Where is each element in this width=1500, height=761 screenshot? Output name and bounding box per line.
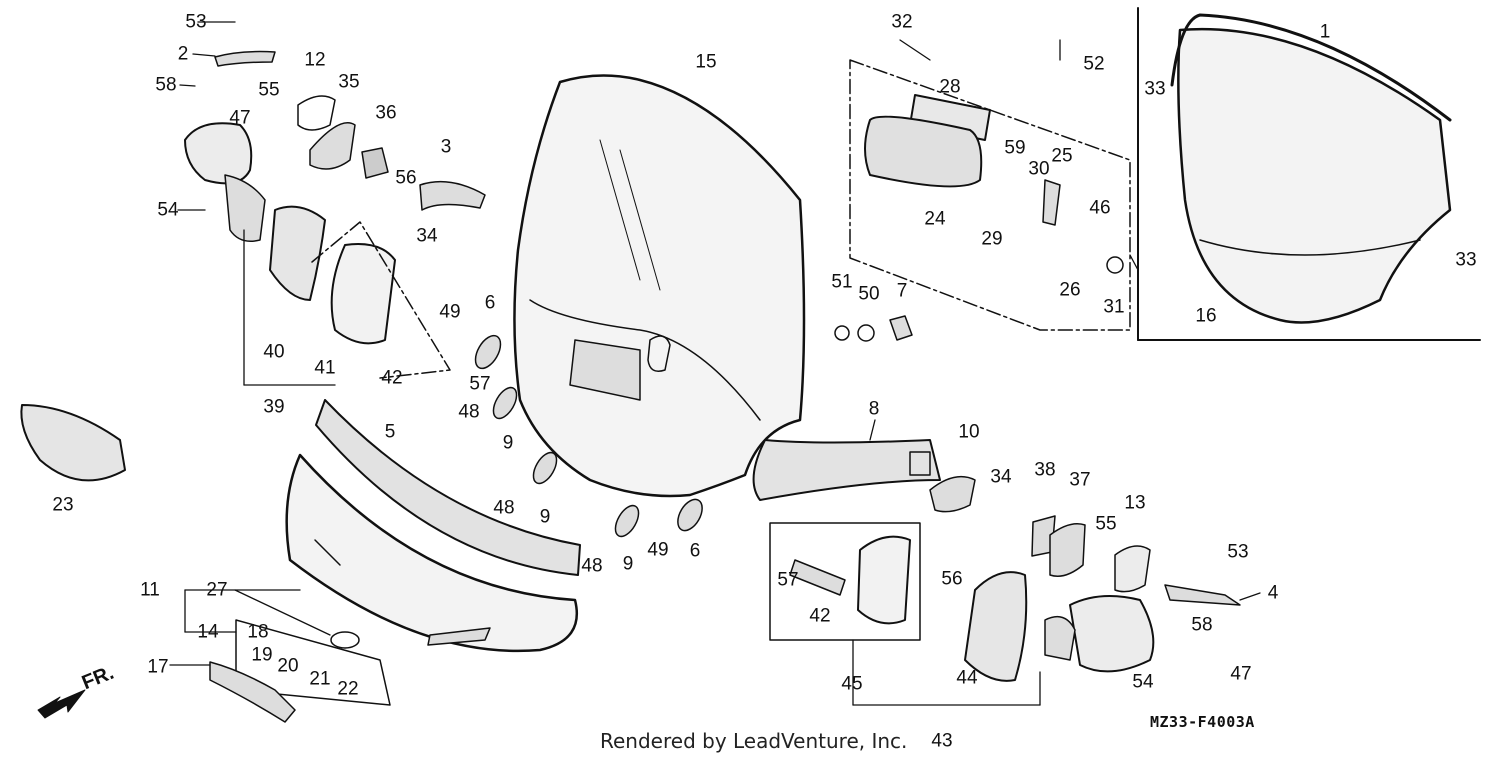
part-label-59: 59 xyxy=(1004,137,1026,159)
cover-part-44-mirror-right xyxy=(964,571,1155,682)
part-label-34b: 34 xyxy=(990,466,1012,488)
part-label-56a: 56 xyxy=(395,167,417,189)
diagram-code: MZ33-F4003A xyxy=(1150,713,1255,731)
part-label-47a: 47 xyxy=(229,107,251,129)
part-label-42b: 42 xyxy=(809,605,831,627)
part-label-32: 32 xyxy=(891,11,913,33)
part-label-9a: 9 xyxy=(502,432,514,454)
vent-assembly-part-32 xyxy=(849,59,1131,331)
part-label-48c: 48 xyxy=(581,555,603,577)
part-label-21: 21 xyxy=(309,668,331,690)
part-label-30: 30 xyxy=(1028,158,1050,180)
box-part-45 xyxy=(769,522,921,641)
hardware-51-50-7 xyxy=(834,315,913,342)
grille-part-23 xyxy=(20,404,126,482)
part-label-49b: 49 xyxy=(647,539,669,561)
part-label-12: 12 xyxy=(304,49,326,71)
panel-part-11 xyxy=(285,453,578,653)
part-label-19: 19 xyxy=(251,644,273,666)
part-label-36: 36 xyxy=(375,102,397,124)
part-label-57b: 57 xyxy=(777,569,799,591)
bracket-part-10 xyxy=(929,475,976,513)
part-label-27: 27 xyxy=(206,579,228,601)
part-label-24: 24 xyxy=(924,208,946,230)
part-label-7: 7 xyxy=(896,280,908,302)
part-label-51: 51 xyxy=(831,271,853,293)
visor-part-1-16 xyxy=(1137,7,1481,341)
part-label-50: 50 xyxy=(858,283,880,305)
part-label-13: 13 xyxy=(1124,492,1146,514)
part-label-5: 5 xyxy=(384,421,396,443)
part-label-44: 44 xyxy=(956,667,978,689)
trim-group-part-14 xyxy=(209,619,391,723)
bracket-part-12-35-36-3 xyxy=(214,50,486,211)
grommets xyxy=(474,334,703,538)
cover-part-41 xyxy=(311,221,451,379)
part-label-33b: 33 xyxy=(1455,249,1477,271)
part-label-42a: 42 xyxy=(381,367,403,389)
part-label-49a: 49 xyxy=(439,301,461,323)
part-label-22: 22 xyxy=(337,678,359,700)
part-label-8: 8 xyxy=(868,398,880,420)
part-label-34a: 34 xyxy=(416,225,438,247)
part-label-58b: 58 xyxy=(1191,614,1213,636)
part-label-53b: 53 xyxy=(1227,541,1249,563)
part-label-58a: 58 xyxy=(155,74,177,96)
part-label-52: 52 xyxy=(1083,53,1105,75)
part-label-26: 26 xyxy=(1059,279,1081,301)
part-label-55b: 55 xyxy=(1095,513,1117,535)
part-label-3: 3 xyxy=(440,136,452,158)
part-label-48a: 48 xyxy=(458,401,480,423)
part-label-35: 35 xyxy=(338,71,360,93)
part-label-4: 4 xyxy=(1267,582,1279,604)
part-label-9c: 9 xyxy=(622,553,634,575)
part-label-56b: 56 xyxy=(941,568,963,590)
part-label-6a: 6 xyxy=(484,292,496,314)
part-label-54a: 54 xyxy=(157,199,179,221)
part-label-11: 11 xyxy=(140,579,160,601)
part-label-39: 39 xyxy=(263,396,285,418)
credit-text: Rendered by LeadVenture, Inc. xyxy=(600,729,908,753)
part-label-14: 14 xyxy=(197,621,219,643)
part-label-17: 17 xyxy=(147,656,169,678)
part-label-53a: 53 xyxy=(185,11,207,33)
part-label-48b: 48 xyxy=(493,497,515,519)
part-label-28: 28 xyxy=(939,76,961,98)
mirror-left xyxy=(184,122,266,242)
part-label-2: 2 xyxy=(177,43,189,65)
part-label-43: 43 xyxy=(931,730,953,752)
part-label-47b: 47 xyxy=(1230,663,1252,685)
part-label-57a: 57 xyxy=(469,373,491,395)
part-label-38: 38 xyxy=(1034,459,1056,481)
part-label-6b: 6 xyxy=(689,540,701,562)
part-label-18: 18 xyxy=(247,621,269,643)
part-label-46: 46 xyxy=(1089,197,1111,219)
part-label-33a: 33 xyxy=(1144,78,1166,100)
part-label-15: 15 xyxy=(695,51,717,73)
part-label-10: 10 xyxy=(958,421,980,443)
part-label-16: 16 xyxy=(1195,305,1217,327)
bracket-part-40 xyxy=(269,205,326,301)
panel-part-5 xyxy=(315,399,581,576)
windscreen-part-15 xyxy=(513,74,806,498)
part-label-1: 1 xyxy=(1319,21,1331,43)
leader-lines xyxy=(169,21,1261,706)
part-label-25: 25 xyxy=(1051,145,1073,167)
part-label-31: 31 xyxy=(1103,296,1125,318)
part-label-40: 40 xyxy=(263,341,285,363)
bracket-part-38-37-13-4 xyxy=(1031,515,1241,606)
part-label-29: 29 xyxy=(981,228,1003,250)
part-label-45: 45 xyxy=(841,673,863,695)
part-label-23: 23 xyxy=(52,494,74,516)
part-label-54b: 54 xyxy=(1132,671,1154,693)
part-label-9b: 9 xyxy=(539,506,551,528)
part-label-55a: 55 xyxy=(258,79,280,101)
front-direction-arrow-icon xyxy=(37,689,86,719)
part-label-37: 37 xyxy=(1069,469,1091,491)
trim-part-8 xyxy=(752,439,941,501)
part-label-20: 20 xyxy=(277,655,299,677)
part-label-41: 41 xyxy=(314,357,336,379)
